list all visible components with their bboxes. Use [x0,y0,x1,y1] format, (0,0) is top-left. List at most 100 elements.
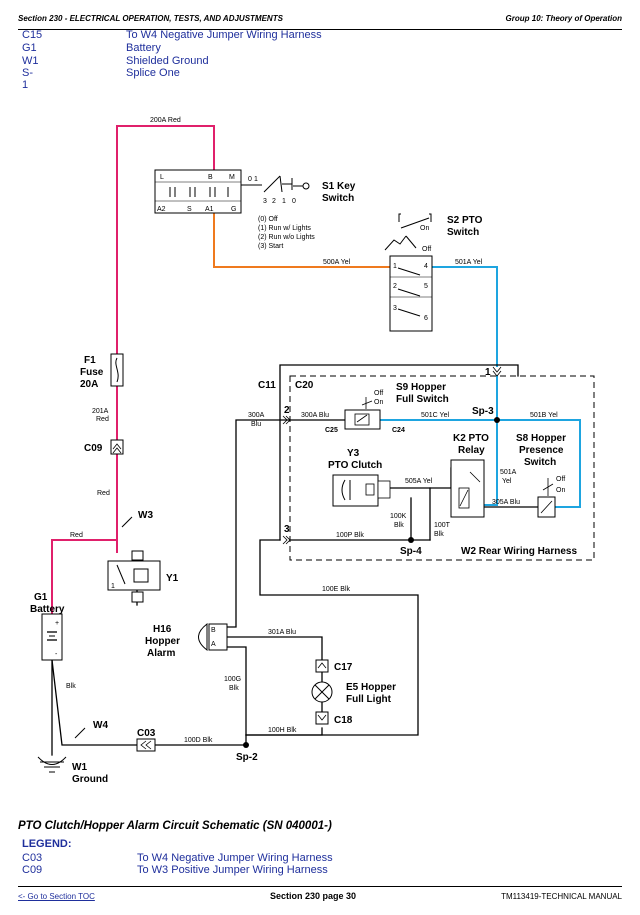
legend-code: S-1 [22,67,33,91]
g1-label: G1 [34,592,48,603]
c11-chevron-icon [282,535,291,545]
page-header: Section 230 - ELECTRICAL OPERATION, TEST… [18,13,622,30]
s9-label: Full Switch [396,394,449,405]
s9-hopper-full-switch: Off On S9 Hopper Full Switch [344,382,449,430]
s2-on-label: On [420,225,429,232]
legend-code: W1 [22,55,39,67]
legend-desc: To W3 Positive Jumper Wiring Harness [137,864,328,876]
wire-100e [245,539,419,736]
sp4-splice [408,537,414,543]
wire-label: Red [70,532,83,539]
c03-connector: C03 [136,728,156,752]
c11-pin: 1 [485,367,491,378]
c24-label: C24 [392,427,405,434]
s8-on: On [556,487,565,494]
section-toc-link[interactable]: <- Go to Section TOC [18,892,95,901]
wire-label: Blk [229,685,239,692]
s2-pin: 1 [393,263,397,270]
wire-label: Yel [502,478,512,485]
wire-100g [225,646,247,746]
wire-label: 301A Blu [268,629,296,636]
s8-label: S8 Hopper [516,433,566,444]
legend-desc: Battery [126,42,161,54]
wire-label: 501C Yel [421,412,449,419]
s2-pin: 3 [393,305,397,312]
s1-pin-a1: A1 [205,206,214,213]
wire-label: 305A Blu [492,499,520,506]
wire-label: 100K [390,513,407,520]
k2-label: Relay [458,445,485,456]
s1-dial-pos: 2 [272,198,276,205]
wire-300a [225,419,291,628]
c09-label: C09 [84,443,103,454]
sp2-label: Sp-2 [236,752,258,763]
c11-pin: 3 [284,524,290,535]
s1-position: (3) Start [258,243,283,250]
sp4-label: Sp-4 [400,546,422,557]
wire-red-battery [51,539,118,615]
w4-label: W4 [93,720,108,731]
c03-label: C03 [137,728,156,739]
wire-100h [245,727,323,736]
s1-position: (0) Off [258,216,278,223]
y1-relay: 1 Y1 [107,550,179,603]
wire-label: 501A [500,469,517,476]
y3-label: Y3 [347,448,360,459]
wire-label: 201A [92,408,109,415]
s1-label: S1 Key [322,181,356,192]
c11-pin: 2 [284,405,290,416]
w1-ground: W1 Ground [37,756,108,785]
h16-label: H16 [153,624,172,635]
s1-pin-l: L [160,174,164,181]
wire-label: 100E Blk [322,586,351,593]
h16-label: Alarm [147,648,175,659]
legend-title: LEGEND: [22,838,72,850]
s8-hopper-presence-switch: Off On S8 Hopper Presence Switch [516,433,566,518]
wire-label: 200A Red [150,117,181,124]
s9-on: On [374,399,383,406]
c20-harness-box [289,375,595,561]
wire-label: Blk [394,522,404,529]
g1-label: Battery [30,604,65,615]
legend-desc: Shielded Ground [126,55,209,67]
legend-desc: To W4 Negative Jumper Wiring Harness [126,29,322,41]
wire-label: 500A Yel [323,259,351,266]
s1-pin-b: B [208,174,213,181]
s1-pin-a2: A2 [157,206,166,213]
page-number: Section 230 page 30 [270,891,357,901]
legend-desc: Splice One [126,67,180,79]
s1-label: Switch [322,193,354,204]
c09-connector: C09 [84,439,124,455]
f1-label: F1 [84,355,96,366]
wire-label: Blk [66,683,76,690]
s2-pin: 6 [424,315,428,322]
y3-label: PTO Clutch [328,460,382,471]
c17-connector: C17 [315,659,353,673]
section-title: Section 230 - ELECTRICAL OPERATION, TEST… [18,14,283,23]
y1-pin: 1 [111,583,115,590]
wire-100d [51,659,138,746]
e5-hopper-full-light: E5 Hopper Full Light [311,681,396,705]
s8-label: Switch [524,457,556,468]
c17-label: C17 [334,662,353,673]
wire-label: 300A [248,412,265,419]
c11-label: C11 [258,380,276,391]
wire-label: 100T [434,522,451,529]
w3-label: W3 [138,510,153,521]
wire-label: 100G [224,676,241,683]
wire-label: Red [97,490,110,497]
g1-battery: + - G1 Battery [30,592,65,661]
s2-label: S2 PTO [447,215,483,226]
s1-dial-pos: 0 [248,176,252,183]
c11-chevron-icon [492,366,502,377]
wire-label: 501A Yel [455,259,483,266]
s1-dial-pos: 3 [263,198,267,205]
wire-200a-red [116,125,215,356]
w2-label: W2 Rear Wiring Harness [461,546,577,557]
c18-connector: C18 [315,711,353,726]
h16-label: Hopper [145,636,180,647]
wire-label: Blu [251,421,261,428]
page-footer: <- Go to Section TOC Section 230 page 30… [18,886,622,907]
s1-pin-s: S [187,206,192,213]
w1-label: Ground [72,774,108,785]
